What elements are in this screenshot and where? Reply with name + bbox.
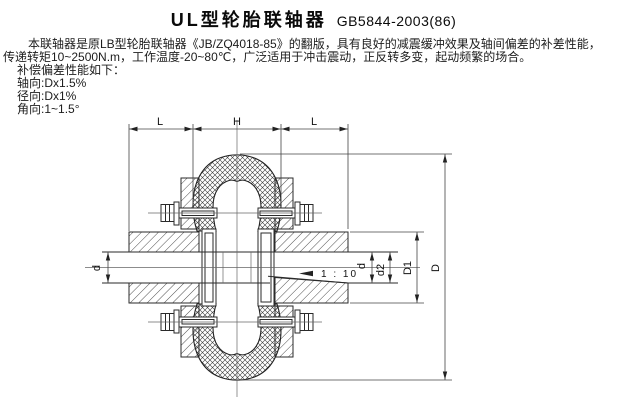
description-line-2: 传递转矩10~2500N.m，工作温度-20~80℃，广泛适用于冲击震动，正反转…	[3, 50, 532, 64]
spec-radial: 径向:Dx1%	[17, 89, 77, 103]
center-lines	[85, 120, 420, 397]
bore-lines	[102, 251, 398, 284]
drawing-header: UL型轮胎联轴器 GB5844-2003(86)	[0, 6, 627, 32]
dim-D1: D1	[350, 231, 424, 304]
spec-axial: 轴向:Dx1.5%	[17, 76, 87, 90]
dim-top-chain: L H L	[128, 116, 349, 231]
left-hub	[128, 231, 200, 304]
spec-angular: 角向:1~1.5°	[17, 102, 80, 116]
dim-label-d-right: d	[356, 263, 368, 269]
dim-label-d-left: d	[91, 265, 103, 271]
dim-label-H: H	[233, 116, 241, 128]
dim-d2: d2	[375, 252, 393, 283]
dim-label-D: D	[430, 264, 442, 272]
page-title: UL型轮胎联轴器	[170, 10, 327, 30]
description-line-1: 本联轴器是原LB型轮胎联轴器《JB/ZQ4018-85》的翻版，具有良好的减震缓…	[28, 37, 601, 51]
dim-d-right: d	[356, 252, 375, 283]
dim-d-left: d	[91, 252, 111, 283]
standard-number: GB5844-2003(86)	[336, 13, 457, 29]
dim-label-L-left: L	[157, 116, 163, 128]
dim-label-d2: d2	[375, 264, 387, 276]
taper-annotation: 1 : 10	[299, 269, 358, 280]
description-line-3: 补偿偏差性能如下：	[17, 63, 126, 77]
taper-label: 1 : 10	[321, 269, 358, 280]
dim-D: D	[240, 153, 452, 381]
dim-label-L-right: L	[311, 116, 317, 128]
tire-cross-section-top	[192, 154, 282, 232]
right-hub	[274, 231, 349, 304]
dim-label-D1: D1	[402, 261, 414, 275]
